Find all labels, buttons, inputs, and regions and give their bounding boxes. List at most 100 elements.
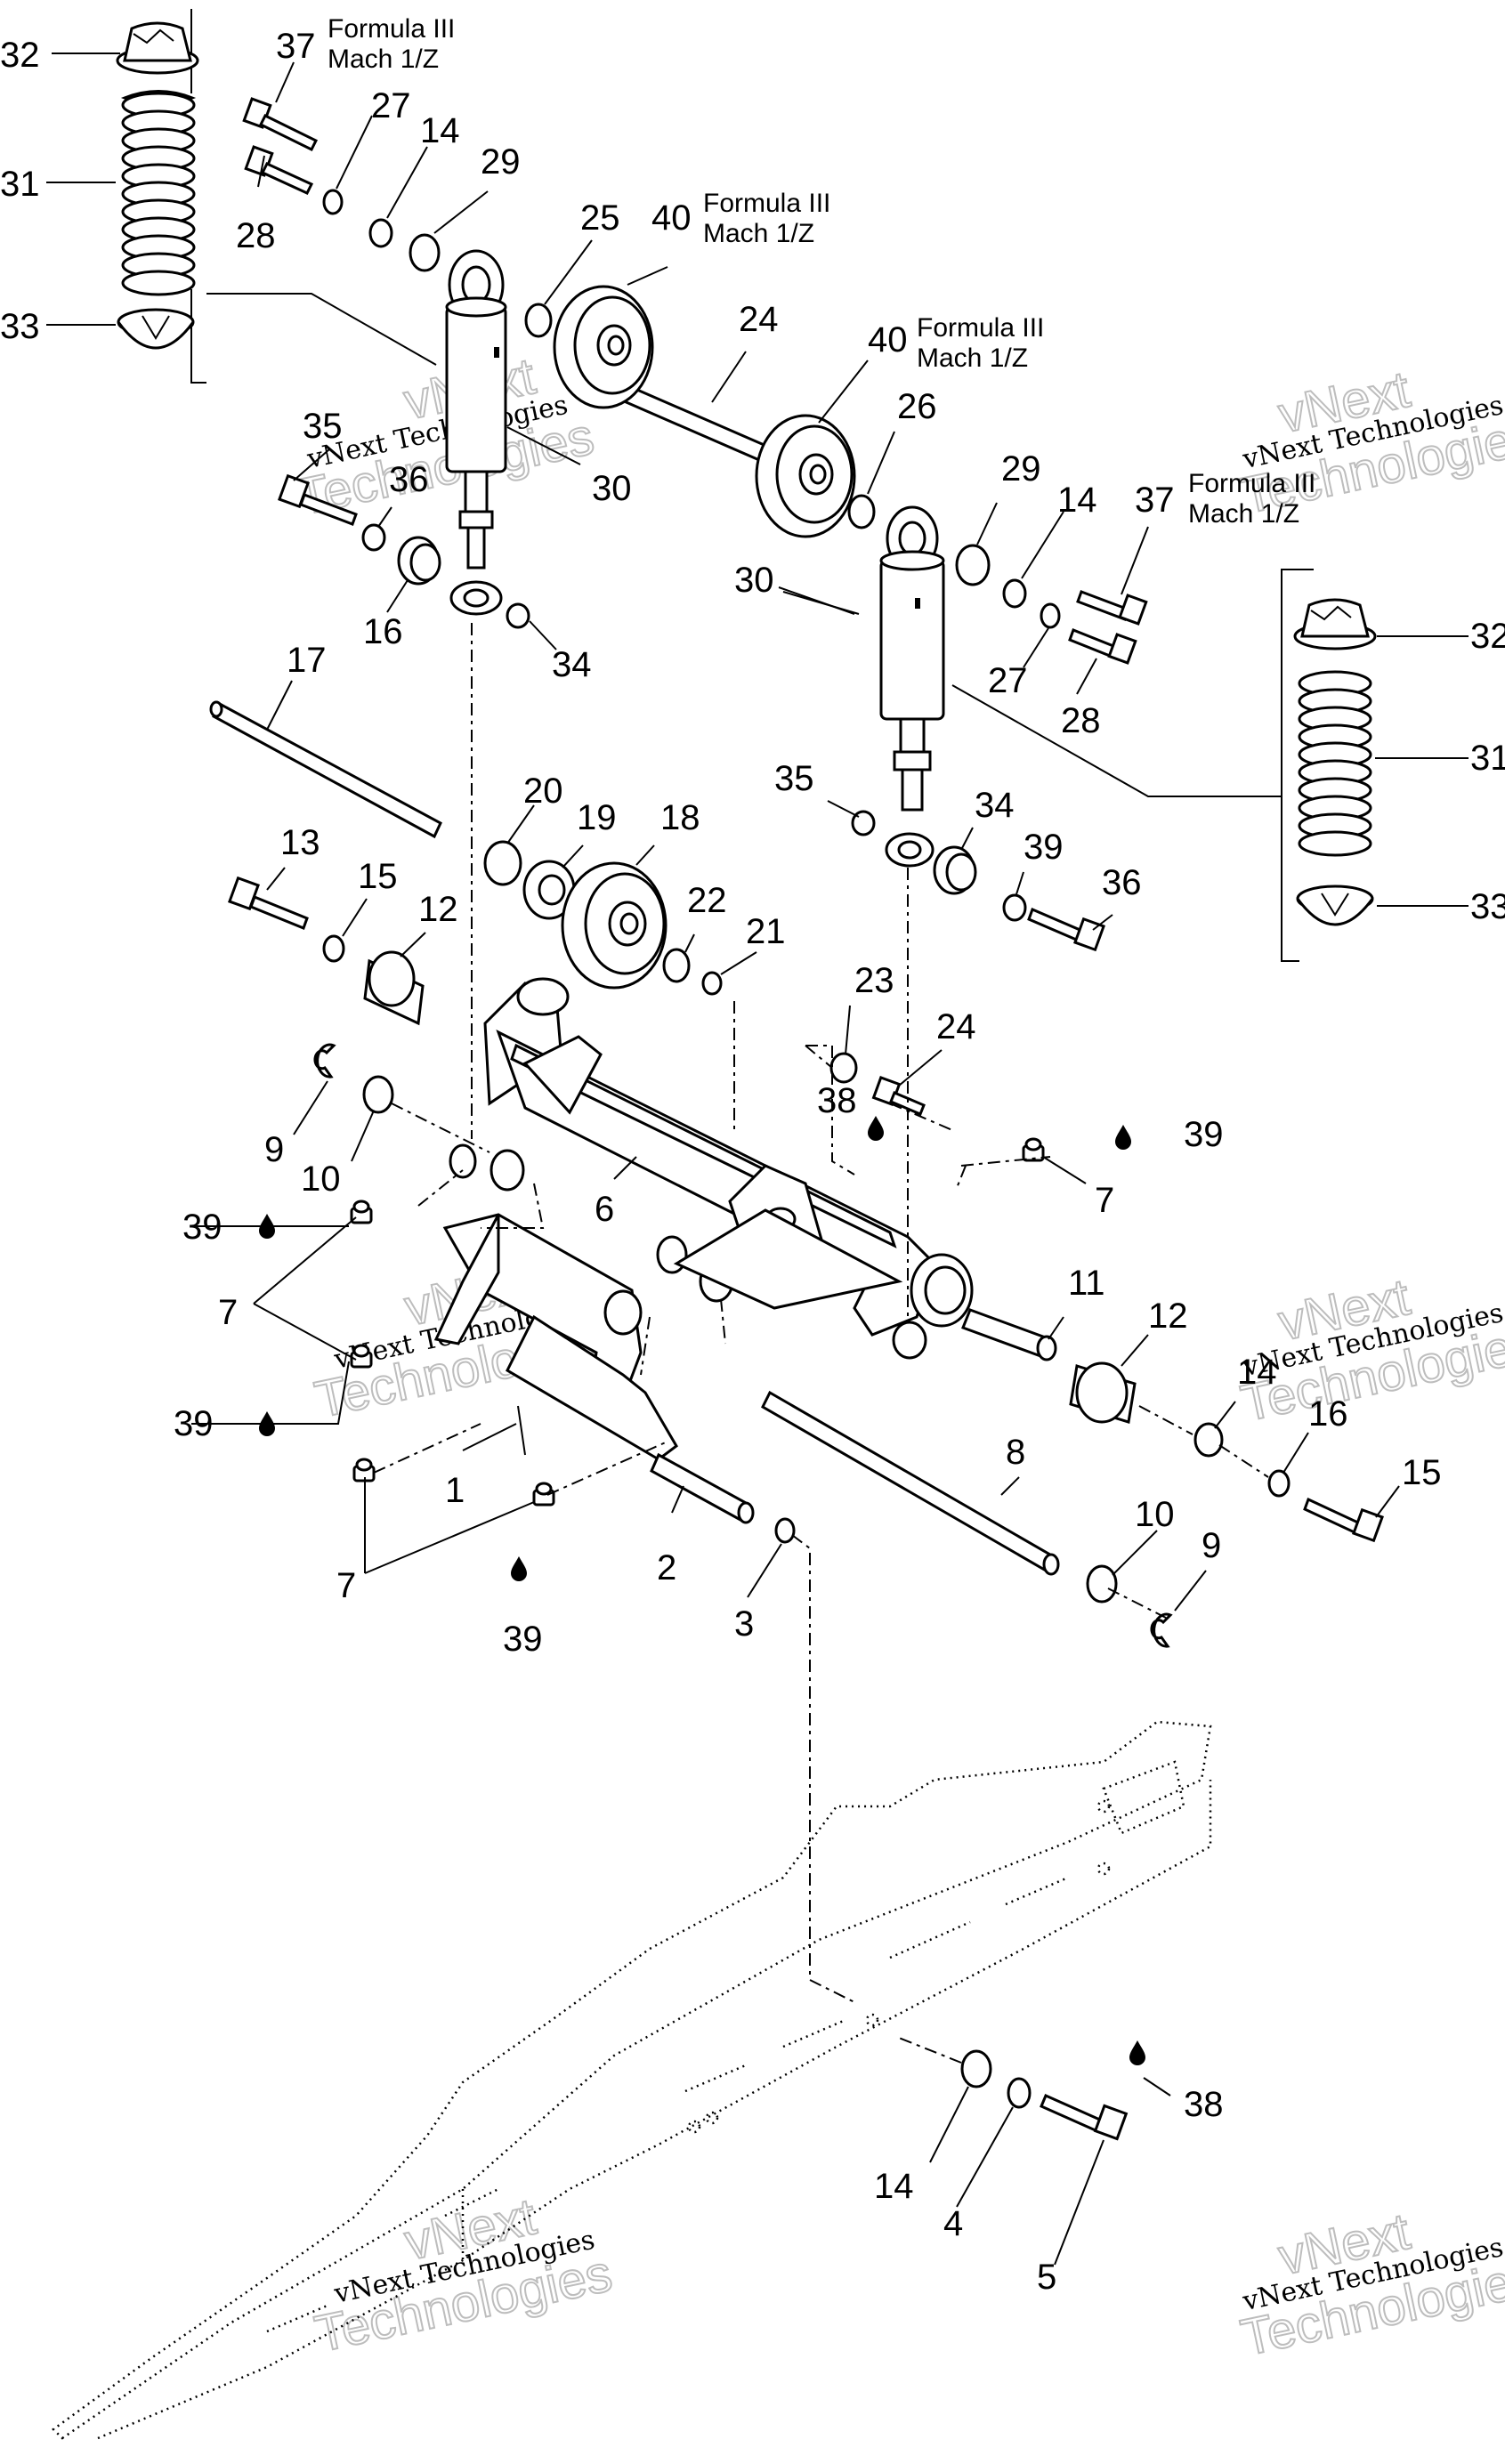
model-note: Formula III Mach 1/Z [328, 14, 455, 74]
callout: 40 [651, 198, 692, 238]
shaft-2 [650, 1452, 755, 1524]
callout: 14 [1237, 1353, 1277, 1392]
callout: 32 [1470, 617, 1505, 656]
callout: 28 [1061, 701, 1101, 740]
shaft-8 [761, 1390, 1060, 1576]
callout: 36 [1102, 863, 1142, 902]
circlip-9-left [313, 1043, 336, 1079]
grease-fitting-7a [350, 1200, 373, 1224]
callout: 30 [592, 469, 632, 508]
bracket-right-leader [951, 684, 1282, 797]
spacer-22 [662, 948, 691, 983]
callout: 31 [0, 165, 40, 204]
watermark: vNext vNext Technologies Technologies [309, 2186, 618, 2364]
bolt-24 [871, 1076, 926, 1116]
callout: 26 [897, 387, 937, 426]
washer-14-top-left [368, 218, 393, 248]
idler-wheel-18 [561, 861, 668, 990]
washer-4 [1007, 2077, 1032, 2109]
assembly-line [956, 1156, 1051, 1189]
callout: 16 [1308, 1394, 1348, 1434]
assembly-line [417, 1169, 545, 1229]
assembly-line [805, 1045, 855, 1175]
assembly-line [1138, 1405, 1193, 1435]
svg-text:Formula III: Formula III [1188, 469, 1315, 498]
callout: 36 [389, 460, 429, 499]
callout: 14 [874, 2167, 914, 2206]
grease-fitting-7c [352, 1458, 376, 1482]
watermark: vNext vNext Technologies Technologies [1235, 360, 1505, 526]
washer-27-top-left [322, 189, 344, 215]
callout: 32 [0, 36, 40, 75]
callout: 35 [303, 407, 343, 446]
model-note: Formula III Mach 1/Z [917, 313, 1044, 373]
spacer-26-right [847, 494, 876, 529]
cross-shaft-17 [209, 700, 442, 839]
sleeve-12-right [1069, 1361, 1137, 1424]
svg-text:Mach 1/Z: Mach 1/Z [703, 219, 814, 248]
sleeve-36-right [1002, 893, 1027, 922]
callout: 30 [734, 561, 774, 600]
sleeve-36-left [361, 523, 386, 552]
bolt-34-left [278, 473, 358, 526]
callout: 40 [868, 320, 908, 360]
washer-3 [774, 1517, 796, 1544]
svg-text:Formula III: Formula III [917, 313, 1044, 343]
bushing-29-top-left [409, 233, 441, 272]
coil-spring-right [1298, 670, 1372, 857]
callout: 8 [1006, 1433, 1025, 1472]
callout: 9 [264, 1130, 284, 1169]
callout: 39 [1024, 828, 1064, 867]
callout: 4 [943, 2204, 963, 2243]
washer-27-right [1040, 602, 1061, 629]
callout: 6 [595, 1190, 614, 1229]
bolt-13-right [1303, 1497, 1384, 1543]
callout: 18 [660, 798, 700, 837]
callout: 12 [418, 890, 458, 929]
bolt-28-top-left [244, 145, 314, 195]
callout: 23 [854, 961, 894, 1000]
shaft-11 [961, 1308, 1057, 1361]
shock-absorber-left [445, 249, 507, 616]
spring-retainer-top-left [116, 21, 199, 75]
callout: 15 [1402, 1453, 1442, 1492]
washer-14-pivot-right [1193, 1422, 1224, 1458]
callout: 38 [1184, 2085, 1224, 2124]
grease-fitting-7b [350, 1344, 373, 1369]
callout: 27 [988, 661, 1028, 700]
rear-arm-frame-6 [449, 977, 974, 1360]
callout: 1 [445, 1471, 465, 1510]
svg-text:Mach 1/Z: Mach 1/Z [328, 44, 439, 74]
callout: 3 [734, 1604, 754, 1644]
callout: 15 [358, 857, 398, 896]
slide-rail [52, 1720, 1212, 2440]
bolt-37-right [1076, 590, 1148, 626]
bolt-34-right [1027, 907, 1105, 952]
watermark: vNext vNext Technologies Technologies [1235, 1267, 1505, 1434]
spring-seat-bottom-right [1296, 885, 1374, 926]
callout: 5 [1037, 2258, 1056, 2297]
watermark: vNext vNext Technologies Technologies [1235, 2201, 1505, 2368]
callout: 37 [276, 27, 316, 66]
washer-10-left [362, 1075, 394, 1114]
assembly-line [805, 1045, 833, 1069]
assembly-line [373, 1423, 668, 1496]
bushing-16-right [933, 845, 977, 895]
svg-text:Mach 1/Z: Mach 1/Z [917, 343, 1028, 373]
idler-wheel-upper-right [755, 414, 856, 538]
shock-absorber-right [879, 505, 945, 868]
callout: 10 [301, 1159, 341, 1199]
callout: 24 [936, 1007, 976, 1046]
lubricant-drop-icon [1129, 2040, 1145, 2065]
callout: 7 [336, 1566, 356, 1605]
callout: 29 [481, 142, 521, 182]
assembly-line [898, 2037, 962, 2064]
callout: 31 [1470, 739, 1505, 778]
callout: 16 [363, 612, 403, 651]
callout: 39 [1184, 1115, 1224, 1154]
bolt-28-right [1068, 628, 1137, 665]
assembly-line [391, 1103, 490, 1153]
callout: 7 [1095, 1181, 1114, 1220]
bracket-right-spring-kit [1281, 569, 1314, 962]
